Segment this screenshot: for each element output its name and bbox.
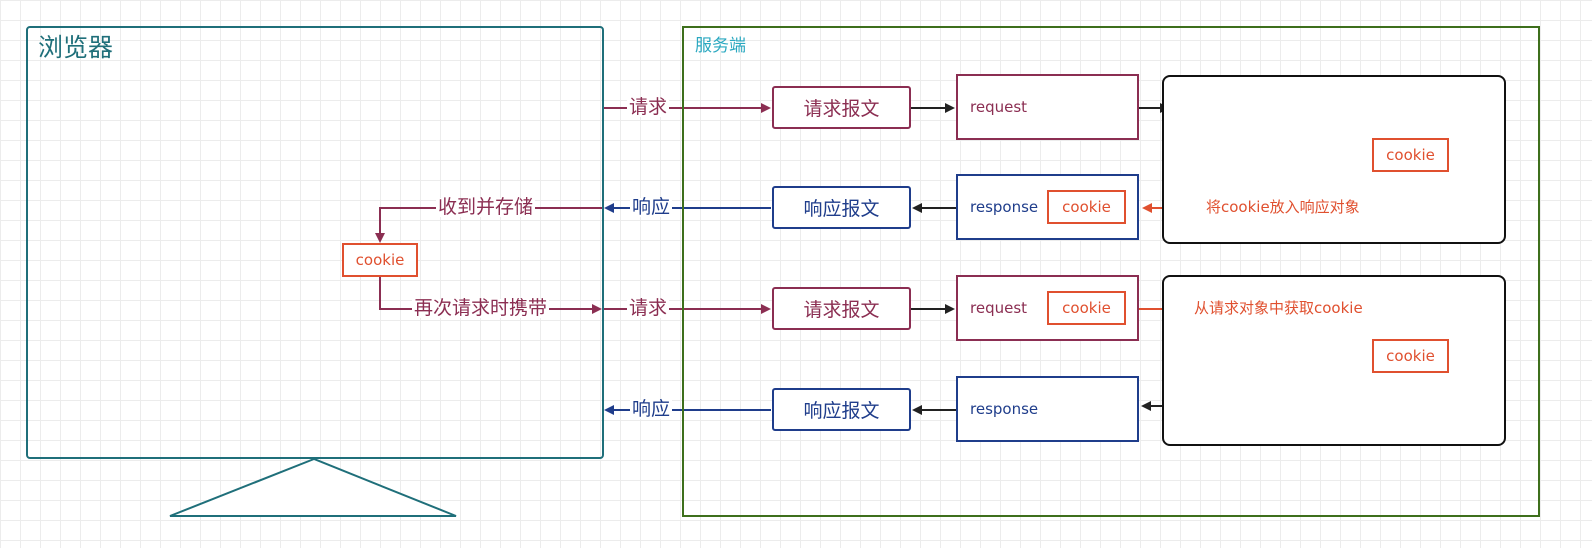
request-object-1: request [956, 74, 1139, 140]
put-cookie-label: 将cookie放入响应对象 [1204, 198, 1362, 216]
request-label-1: 请求 [627, 96, 670, 118]
get-cookie-label: 从请求对象中获取cookie [1192, 299, 1365, 317]
handler-cookie-1: cookie [1372, 138, 1449, 172]
request-label-2: 请求 [627, 297, 670, 319]
response-object-1-label: response [970, 198, 1039, 216]
receive-store-label: 收到并存储 [436, 196, 536, 218]
server-title: 服务端 [695, 36, 746, 56]
response-message-1: 响应报文 [772, 186, 911, 229]
response-object-2: response [956, 376, 1139, 442]
request-message-1: 请求报文 [772, 86, 911, 129]
handler-box-1 [1162, 75, 1506, 244]
browser-title: 浏览器 [38, 33, 114, 62]
response-label-1: 响应 [630, 196, 673, 218]
carry-again-label: 再次请求时携带 [412, 297, 550, 319]
response-message-2: 响应报文 [772, 388, 911, 431]
request-cookie: cookie [1047, 291, 1126, 325]
request-object-2-label: request [970, 299, 1028, 317]
response-label-2: 响应 [630, 398, 673, 420]
handler-cookie-2: cookie [1372, 339, 1449, 373]
request-message-2: 请求报文 [772, 287, 911, 330]
server-container [682, 26, 1540, 517]
monitor-stand [169, 457, 457, 517]
browser-cookie: cookie [342, 243, 418, 277]
browser-container [26, 26, 604, 459]
response-cookie: cookie [1047, 190, 1126, 224]
response-message-1-label: 响应报文 [803, 198, 880, 220]
